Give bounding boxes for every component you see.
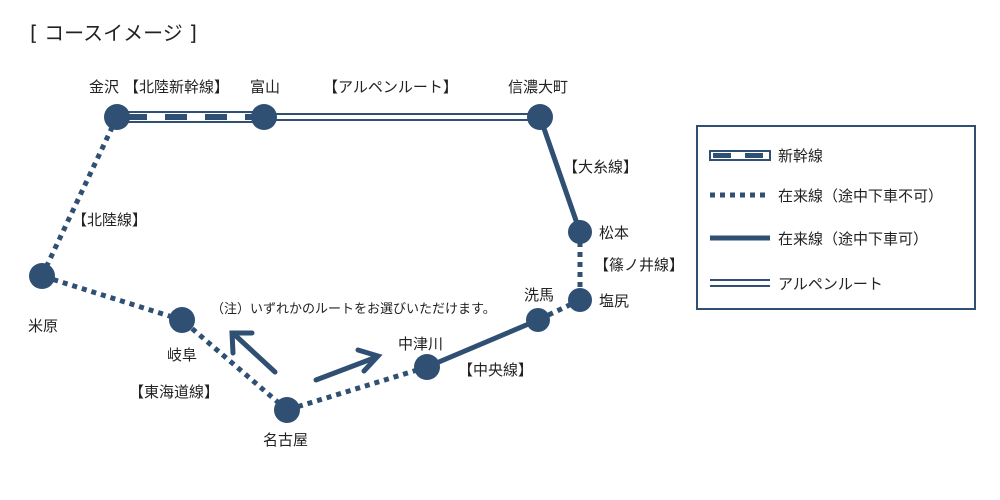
page-title: [ コースイメージ ] [30, 21, 197, 45]
station-label-maibara: 米原 [28, 317, 58, 335]
hokuriku-line [39, 115, 120, 278]
legend: 新幹線 在来線（途中下車不可） 在来線（途中下車可） アルペンルート [696, 125, 976, 310]
legend-alpine-symbol [710, 279, 770, 287]
station-matsumoto [568, 220, 592, 244]
station-label-toyama: 富山 [250, 78, 280, 96]
legend-label-conventional-no-stopover: 在来線（途中下車不可） [778, 187, 943, 205]
shiojiri-senba-line [536, 297, 582, 323]
line-label-alpine-route: 【アルペンルート】 [323, 78, 458, 96]
line-label-hokuriku-shinkansen: 【北陸新幹線】 [124, 78, 229, 96]
line-label-tokaido: 【東海道線】 [129, 383, 219, 401]
station-label-nakatsugawa: 中津川 [398, 335, 443, 353]
station-shinano-omachi [527, 104, 553, 130]
line-label-chuo: 【中央線】 [458, 361, 533, 379]
route-note: （注）いずれかのルートをお選びいただけます。 [211, 302, 496, 317]
alpine-route-line [264, 113, 540, 121]
legend-label-shinkansen: 新幹線 [778, 147, 823, 165]
station-gifu [169, 307, 195, 333]
legend-shinkansen-symbol [709, 150, 771, 161]
legend-label-conventional-stopover: 在来線（途中下車可） [778, 230, 928, 248]
station-label-senba: 洗馬 [524, 286, 554, 304]
station-toyama [251, 104, 277, 130]
line-label-oito: 【大糸線】 [563, 158, 638, 176]
legend-label-alpine-route: アルペンルート [778, 275, 883, 293]
chuo-line-dotted [286, 364, 428, 413]
arrow-icon-right [313, 347, 383, 383]
hokuriku-shinkansen-line [116, 111, 265, 123]
chuo-line-solid [426, 317, 539, 370]
station-nagoya [274, 397, 300, 423]
station-kanazawa [104, 104, 130, 130]
station-nakatsugawa [414, 354, 440, 380]
station-shiojiri [568, 288, 592, 312]
tokaido-line-2 [41, 273, 183, 323]
line-label-hokuriku: 【北陸線】 [72, 211, 147, 229]
tokaido-line-1 [180, 318, 289, 412]
station-senba [526, 308, 550, 332]
station-maibara [29, 263, 55, 289]
station-label-shinano-omachi: 信濃大町 [508, 78, 568, 96]
station-label-gifu: 岐阜 [167, 346, 197, 364]
line-label-shinonoi: 【篠ノ井線】 [594, 256, 684, 274]
station-label-shiojiri: 塩尻 [599, 292, 629, 310]
oito-line [537, 116, 583, 233]
arrow-icon-left [229, 330, 278, 375]
station-label-matsumoto: 松本 [599, 224, 629, 242]
station-label-nagoya: 名古屋 [263, 431, 308, 449]
station-label-kanazawa: 金沢 [89, 78, 119, 96]
